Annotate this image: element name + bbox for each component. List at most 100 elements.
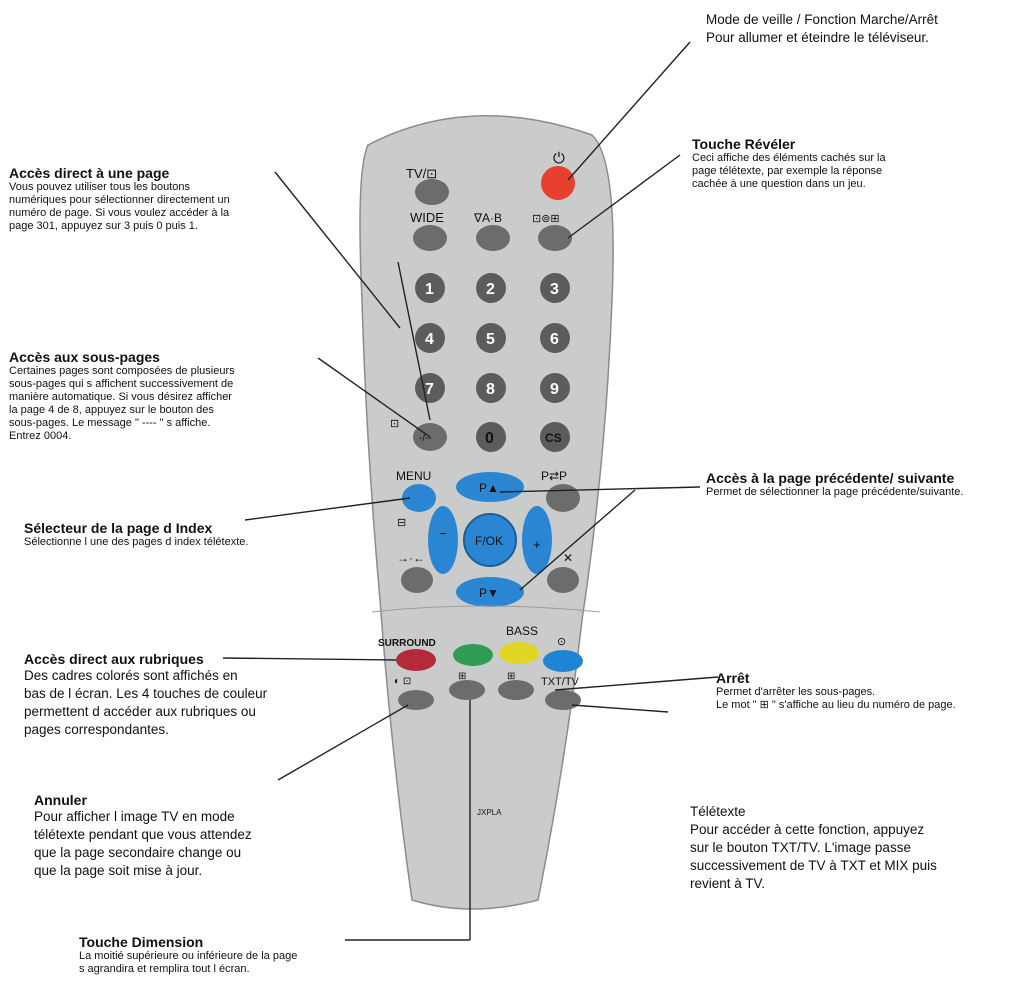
digit-2-label: 2 [486,281,495,298]
digit-5-label: 5 [486,331,495,348]
direct-title: Accès direct à une page [9,165,170,181]
direct-body: Vous pouvez utiliser tous les boutons nu… [9,181,230,232]
rubrics-title: Accès direct aux rubriques [24,651,204,667]
callout-index: Sélecteur de la page d Index Sélectionne… [24,520,248,549]
prevnext-title: Accès à la page précédente/ suivante [706,470,955,486]
callout-prevnext: Accès à la page précédente/ suivante Per… [706,470,963,499]
size-button[interactable] [401,567,433,593]
fok-label: F/OK [475,534,503,548]
vol-minus-label: − [439,526,447,541]
reveal-title: Touche Révéler [692,136,796,152]
zero-button[interactable] [476,422,506,452]
digit-9-label: 9 [550,381,559,398]
wide-button[interactable] [413,225,447,251]
surround-label: SURROUND [378,638,436,649]
subpage-icon: ⊡ [390,418,399,430]
mute-button[interactable] [547,567,579,593]
model-label: JXPLA [477,808,502,817]
digit-2-button[interactable] [476,273,506,303]
p-down-button[interactable] [456,577,524,607]
prevnext-body: Permet de sélectionner la page précédent… [706,486,964,498]
digit-7-label: 7 [425,381,434,398]
bass-label: BASS [506,624,538,638]
power-button[interactable] [541,166,575,200]
yellow-button[interactable] [499,642,539,664]
menu-button[interactable] [402,484,436,512]
callout-dimension: Touche Dimension La moitié supérieure ou… [79,934,297,976]
digit-8-button[interactable] [476,373,506,403]
tv-av-button[interactable] [415,179,449,205]
txt-tv-label: TXT/TV [541,676,580,688]
cs-button[interactable] [540,422,570,452]
cs-label: CS [545,431,562,445]
zero-label: 0 [485,430,494,447]
green-button[interactable] [453,644,493,666]
tv-av-label: TV/⊡ [406,166,437,181]
digit-3-label: 3 [550,281,559,298]
callout-cancel: Annuler Pour afficher l image TV en mode… [34,792,252,880]
reveal-symbols: ⊡⊚⊞ [532,213,560,225]
digit-9-button[interactable] [540,373,570,403]
stop-button[interactable] [498,680,534,700]
txt-tv-button[interactable] [545,690,581,710]
callout-direct: Accès direct à une page Vous pouvez util… [9,165,230,233]
leader-lines [222,41,719,941]
digit-1-button[interactable] [415,273,445,303]
callout-teletext: Télétexte Pour accéder à cette fonction,… [690,803,937,893]
power-icon: ⏻ [553,150,565,167]
blue-button[interactable] [543,650,583,672]
timer-icon: ⊙ [557,636,566,648]
reveal-button[interactable] [538,225,572,251]
red-button[interactable] [396,649,436,671]
dimension-button[interactable] [449,680,485,700]
pp-label: P⇄P [541,469,567,483]
fok-button[interactable] [463,513,517,567]
callout-stop: Arrêt Permet d'arrêter les sous-pages. L… [716,670,956,712]
callout-power: Mode de veille / Fonction Marche/Arrêt P… [706,11,938,47]
mute-icon: ✕ [563,551,573,565]
callout-subpages: Accès aux sous-pages Certaines pages son… [9,349,235,443]
p-up-button[interactable] [456,472,524,502]
cancel-icon: ◐ ⊡ [394,676,411,687]
digit-8-label: 8 [486,381,495,398]
digit-1-label: 1 [425,281,434,298]
power-body: Mode de veille / Fonction Marche/Arrêt P… [706,12,938,45]
vol-plus-button[interactable] [522,506,552,574]
wide-label: WIDE [410,210,444,225]
rubrics-body: Des cadres colorés sont affichés en bas … [24,668,268,737]
vol-minus-button[interactable] [428,506,458,574]
subpages-body: Certaines pages sont composées de plusie… [9,365,235,442]
ab-label: ∇A·B [473,211,502,225]
divider [371,605,601,613]
pp-button[interactable] [546,484,580,512]
dash-label: -/-- [419,433,432,444]
index-body: Sélectionne l une des pages d index télé… [24,536,249,548]
reveal-body: Ceci affiche des éléments cachés sur la … [692,152,886,190]
stop-icon: ⊞ [507,671,515,682]
digit-6-button[interactable] [540,323,570,353]
vol-plus-label: + [533,537,541,552]
p-up-label: P▲ [479,481,499,495]
teletext-title: Télétexte [690,804,746,819]
digit-4-label: 4 [425,331,434,348]
menu-label: MENU [396,469,431,483]
digit-4-button[interactable] [415,323,445,353]
teletext-body: Pour accéder à cette fonction, appuyez s… [690,822,937,891]
dimension-body: La moitié supérieure ou inférieure de la… [79,950,298,975]
callout-rubrics: Accès direct aux rubriques Des cadres co… [24,651,267,739]
cancel-body: Pour afficher l image TV en mode télétex… [34,809,252,878]
digit-6-label: 6 [550,331,559,348]
digit-5-button[interactable] [476,323,506,353]
index-icon: ⊟ [397,517,406,529]
ab-button[interactable] [476,225,510,251]
dimension-icon: ⊞ [458,671,466,682]
digit-3-button[interactable] [540,273,570,303]
subpages-title: Accès aux sous-pages [9,349,160,365]
arrows-label: →·← [397,551,425,565]
index-title: Sélecteur de la page d Index [24,520,213,536]
callout-reveal: Touche Révéler Ceci affiche des éléments… [692,136,886,191]
stop-title: Arrêt [716,670,750,686]
dimension-title: Touche Dimension [79,934,204,950]
cancel-title: Annuler [34,792,87,808]
